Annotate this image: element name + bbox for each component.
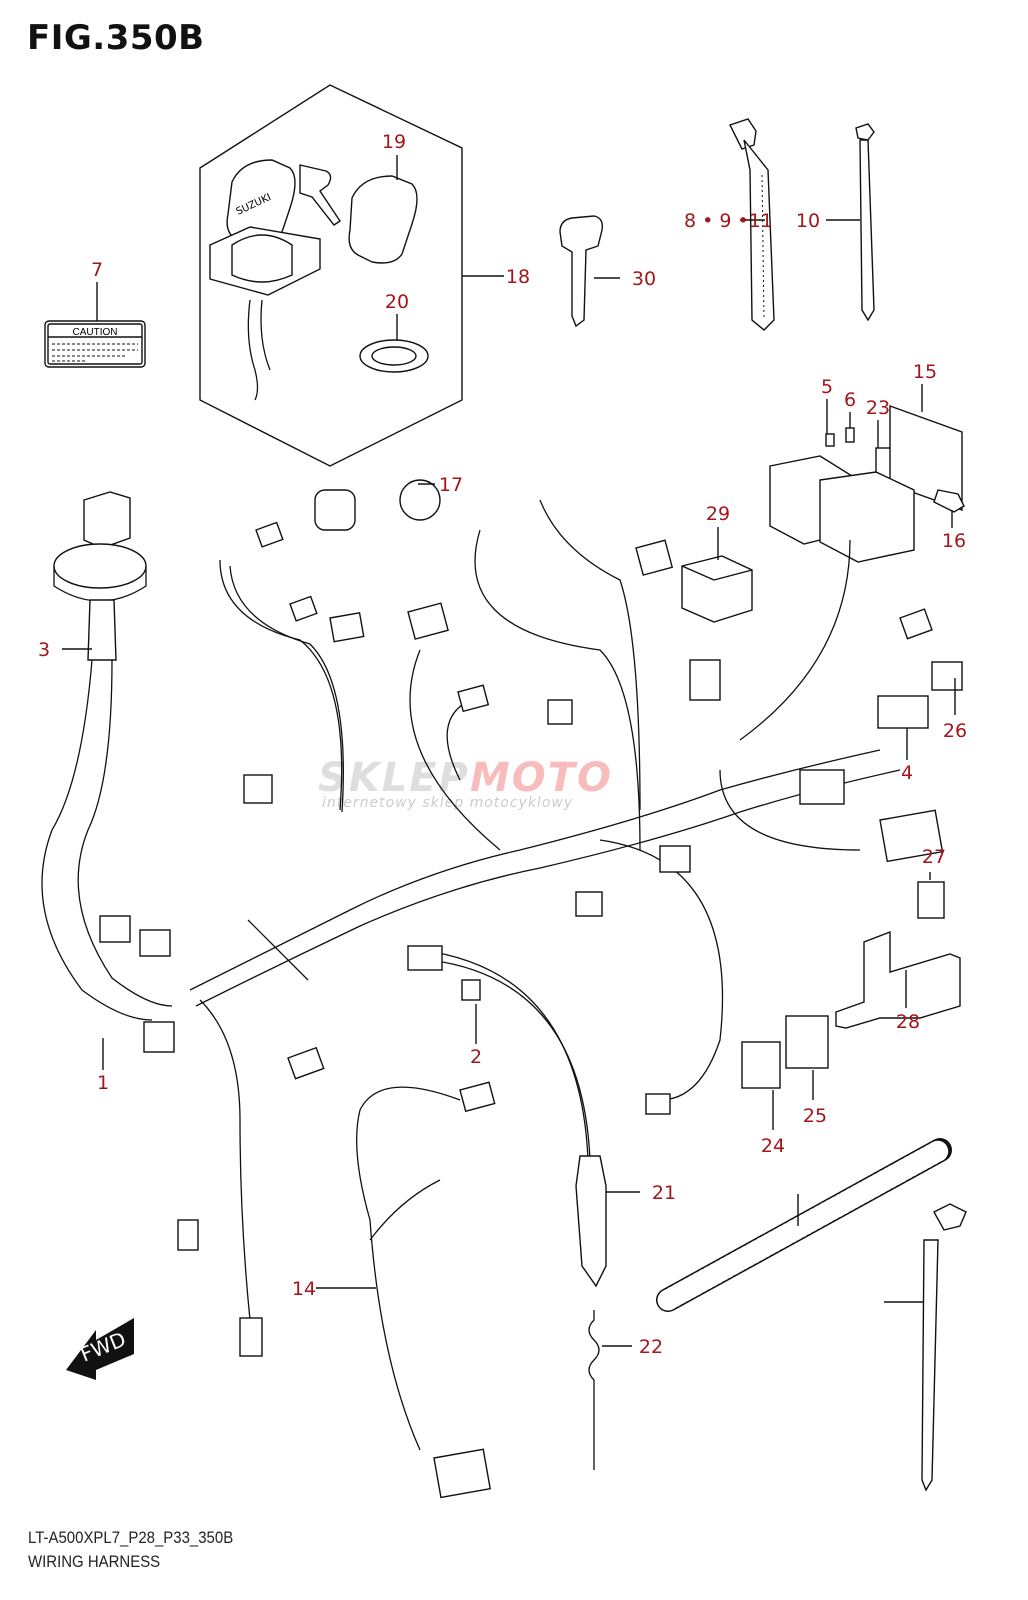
callout-20: 22 [639, 1336, 663, 1358]
callout-7: 7 [91, 259, 103, 281]
couplers [741, 1015, 829, 1089]
cable-ties [729, 118, 875, 331]
callout-24: 26 [943, 720, 967, 742]
callout-18: 20 [385, 291, 409, 313]
leader-lines [62, 155, 956, 1347]
main-harness [189, 499, 901, 1321]
callout-19: 21 [652, 1182, 676, 1204]
caution-text: CAUTION [73, 327, 118, 338]
figure-code: LT-A500XPL7_P28_P33_350B [28, 1528, 234, 1547]
callout-27: 29 [706, 503, 730, 525]
callout-16: 18 [506, 266, 530, 288]
callout-22: 24 [761, 1135, 785, 1157]
relay [681, 555, 753, 623]
watermark-part2: MOTO [469, 755, 614, 801]
callout-10: 10 [796, 210, 820, 232]
cable-tie-clip [921, 1203, 967, 1492]
fwd-arrow: FWD [66, 1318, 134, 1380]
callout-17: 19 [382, 131, 406, 153]
key-cover-icon [348, 175, 418, 264]
ring-icon [359, 339, 429, 373]
callout-14: 16 [942, 530, 966, 552]
callout-12: 14 [292, 1278, 316, 1300]
connectors [99, 479, 963, 1499]
callout-15: 17 [439, 474, 463, 496]
callouts: 7 19 18 20 30 17 8 • 9 •11 10 5 6 23 15 … [38, 131, 967, 1358]
extension-harness [356, 1086, 461, 1451]
callout-6: 6 [844, 389, 856, 411]
caution-label: CAUTION [44, 320, 146, 368]
callout-4: 4 [901, 762, 913, 784]
ignition-switch-group: SUZUKI [199, 84, 463, 467]
callout-5: 5 [821, 376, 833, 398]
callout-21: 23 [866, 397, 890, 419]
callout-13: 15 [913, 361, 937, 383]
sub-harness [41, 491, 173, 1021]
callout-8-9-11: 8 • 9 •11 [684, 210, 773, 232]
o2-sensor [575, 1155, 607, 1470]
spare-key [559, 215, 604, 328]
socket-15-icon [314, 489, 356, 531]
figure-name: WIRING HARNESS [28, 1552, 161, 1571]
callout-25: 27 [922, 846, 946, 868]
callout-23: 25 [803, 1105, 827, 1127]
corrugated-tube [656, 1138, 952, 1312]
fuse-box-group [769, 405, 965, 563]
bracket [835, 930, 961, 1029]
callout-1: 1 [97, 1072, 109, 1094]
callout-26: 28 [896, 1011, 920, 1033]
callout-2: 2 [470, 1046, 482, 1068]
callout-28: 30 [632, 268, 656, 290]
callout-3: 3 [38, 639, 50, 661]
watermark-tagline: internetowy sklep motocyklowy [322, 795, 574, 811]
figure-title: FIG.350B [27, 18, 205, 58]
